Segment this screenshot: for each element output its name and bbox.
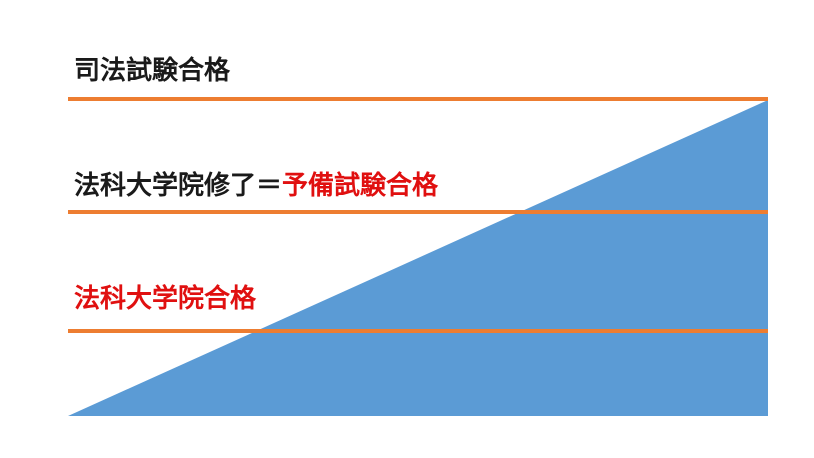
label-law-school-completion: 法科大学院修了＝予備試験合格 (74, 171, 438, 201)
label-law-school-completion-text: 法科大学院修了 (74, 171, 257, 201)
rising-triangle (68, 100, 768, 416)
label-law-school-admission-text: 法科大学院合格 (74, 284, 257, 314)
label-bar-exam-pass: 司法試験合格 (74, 56, 230, 86)
label-bar-exam-pass-text: 司法試験合格 (74, 56, 231, 86)
equals-sign: ＝ (256, 171, 283, 201)
label-law-school-admission: 法科大学院合格 (74, 284, 256, 314)
label-preliminary-exam-pass-text: 予備試験合格 (282, 171, 439, 201)
